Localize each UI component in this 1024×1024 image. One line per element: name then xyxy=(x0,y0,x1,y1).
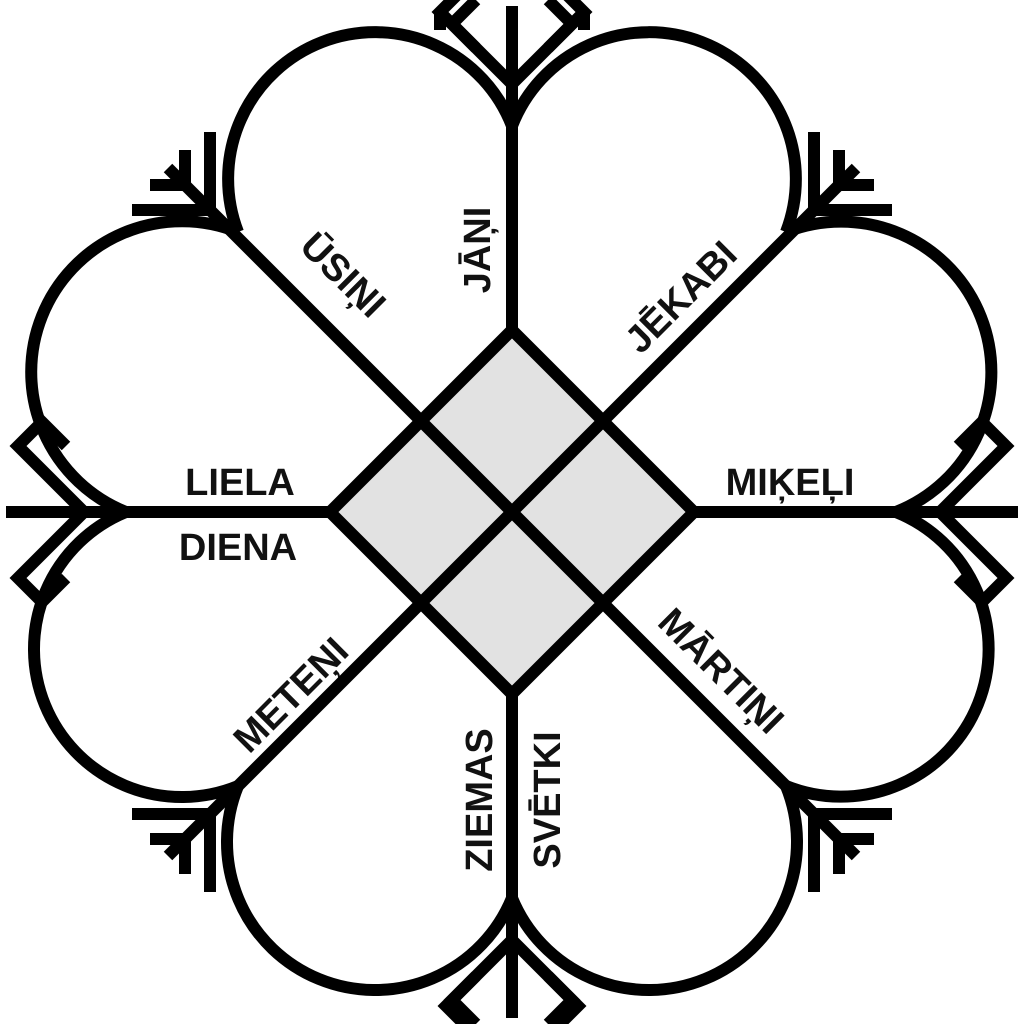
petal-outline xyxy=(25,26,998,996)
axis-tips xyxy=(9,0,1015,1024)
west-hook-icon xyxy=(9,413,89,611)
petal-arc-n-right xyxy=(506,26,802,235)
south-hook-icon xyxy=(437,935,587,1024)
label-jani: JĀŅI xyxy=(457,207,499,294)
inner-cross-ne-sw xyxy=(416,416,608,608)
sw-arrow-icon xyxy=(132,808,216,892)
petal-arc-e-bottom xyxy=(783,506,995,803)
ne-arrow-icon xyxy=(808,132,892,216)
se-arrow-icon xyxy=(808,808,892,892)
petal-arc-n-left xyxy=(222,26,518,235)
petal-arc-e-top xyxy=(783,215,998,518)
petal-arc-w-bottom xyxy=(28,506,241,803)
north-hook-icon xyxy=(431,0,593,89)
petal-arc-s-left xyxy=(221,783,518,996)
nw-arrow-icon xyxy=(132,132,216,216)
petal-arc-w-top xyxy=(25,215,241,518)
label-liela: LIELA xyxy=(185,462,295,504)
label-diena: DIENA xyxy=(179,527,297,569)
axis-lines xyxy=(6,6,1018,1018)
east-hook-icon xyxy=(935,413,1015,611)
label-mikeli: MIĶEĻI xyxy=(726,462,855,504)
label-meteni: METEŅI xyxy=(226,630,357,761)
label-svetki: SVĒTKI xyxy=(527,731,569,868)
petal-arc-s-right xyxy=(506,783,803,996)
label-ziemas: ZIEMAS xyxy=(459,728,501,872)
